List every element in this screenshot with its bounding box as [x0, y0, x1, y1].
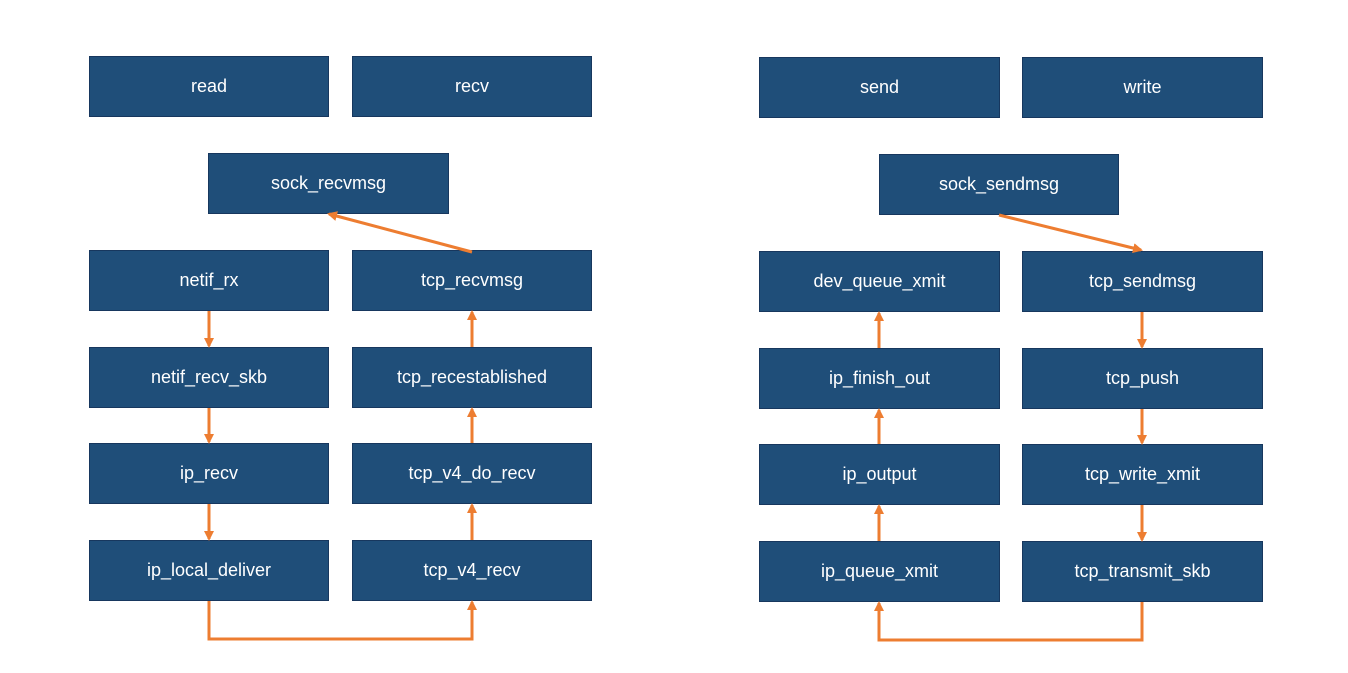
tcp-recestablished-box: tcp_recestablished	[352, 347, 592, 408]
netif-recv-skb-box: netif_recv_skb	[89, 347, 329, 408]
ip-recv-box: ip_recv	[89, 443, 329, 504]
write-box: write	[1022, 57, 1263, 118]
dev-queue-xmit-box: dev_queue_xmit	[759, 251, 1000, 312]
ip-queue-xmit-box: ip_queue_xmit	[759, 541, 1000, 602]
arrow-tcp-recvmsg-to-sock-recvmsg	[327, 211, 473, 254]
ip-local-deliver-box: ip_local_deliver	[89, 540, 329, 601]
sock-sendmsg-box: sock_sendmsg	[879, 154, 1119, 215]
arrow-tcp-transmit-skb-to-ip-queue-xmit	[874, 601, 1144, 642]
arrow-ip-local-deliver-to-tcp-v4-recv	[207, 600, 477, 641]
recv-box: recv	[352, 56, 592, 117]
tcp-sendmsg-box: tcp_sendmsg	[1022, 251, 1263, 312]
send-box: send	[759, 57, 1000, 118]
tcp-recvmsg-box: tcp_recvmsg	[352, 250, 592, 311]
tcp-v4-recv-box: tcp_v4_recv	[352, 540, 592, 601]
tcp-write-xmit-box: tcp_write_xmit	[1022, 444, 1263, 505]
netif-rx-box: netif_rx	[89, 250, 329, 311]
sock-recvmsg-box: sock_recvmsg	[208, 153, 449, 214]
read-box: read	[89, 56, 329, 117]
arrow-sock-sendmsg-to-tcp-sendmsg	[998, 213, 1143, 253]
ip-finish-out-box: ip_finish_out	[759, 348, 1000, 409]
tcp-v4-do-recv-box: tcp_v4_do_recv	[352, 443, 592, 504]
tcp-push-box: tcp_push	[1022, 348, 1263, 409]
